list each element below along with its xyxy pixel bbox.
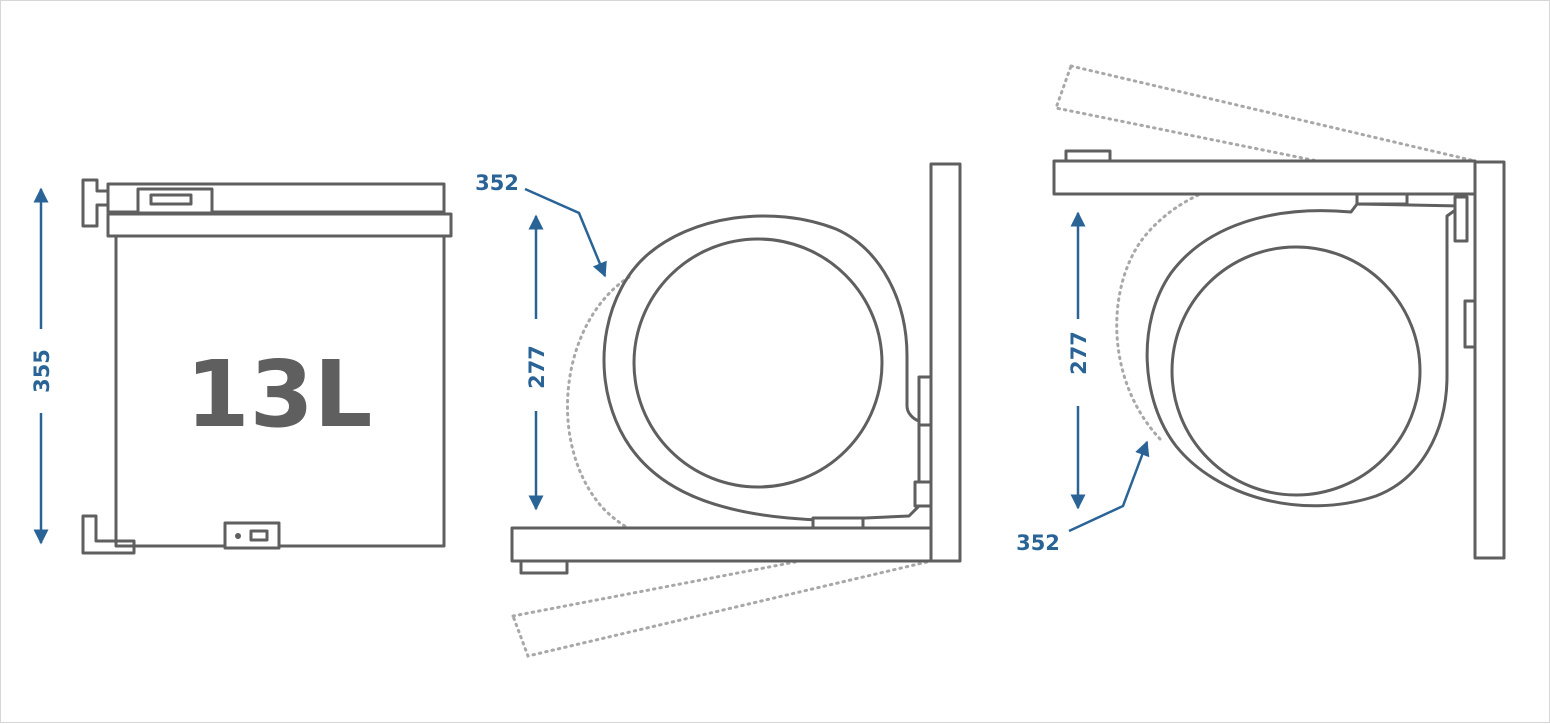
top-plate <box>1052 159 1477 196</box>
base-foot <box>519 559 569 575</box>
bin-inner-rim <box>1170 245 1422 497</box>
lid-handle-slot <box>149 193 193 206</box>
capacity-label: 13L <box>186 341 373 448</box>
bin-outer-rim <box>602 214 921 522</box>
cabinet-wall <box>929 162 962 563</box>
bin-inner-rim <box>632 237 884 489</box>
latch-slot <box>249 529 269 542</box>
hinge-upper <box>917 375 933 427</box>
bin-rim <box>106 212 453 238</box>
swing-dim-label: 352 <box>475 171 519 195</box>
base-plate <box>510 526 933 563</box>
hinge-upper <box>1453 195 1469 243</box>
top-foot <box>1064 149 1112 163</box>
cabinet-wall <box>1473 160 1506 560</box>
base-clip <box>811 516 865 530</box>
height-dim-label: 277 <box>525 345 549 389</box>
swing-dim-label: 352 <box>1016 531 1060 555</box>
hinge-lower <box>913 480 933 508</box>
side-view-right: 277 352 <box>1016 64 1506 560</box>
swing-dim-leader <box>1068 440 1150 533</box>
hinge-lower <box>1463 299 1477 349</box>
latch-dot <box>235 533 241 539</box>
side-view-left: 277 352 <box>475 162 962 658</box>
height-dim-label: 277 <box>1067 331 1091 375</box>
top-clip <box>1355 192 1409 206</box>
top-mount-bracket <box>81 178 110 228</box>
swing-arc-path <box>565 275 813 552</box>
swing-dim-leader <box>524 187 607 278</box>
bottom-mount-bracket <box>81 514 136 555</box>
front-view: 13L 355 <box>30 178 453 555</box>
bin-outer-rim <box>1145 202 1463 508</box>
height-dim-label: 355 <box>30 349 54 393</box>
